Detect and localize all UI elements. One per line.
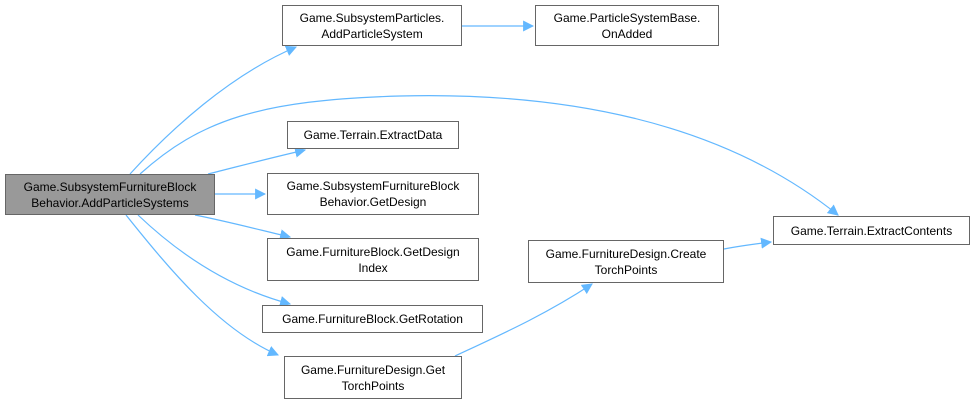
node-label-line: Game.SubsystemParticles. (299, 10, 445, 25)
node-label-line: Game.FurnitureDesign.Create (545, 246, 707, 261)
edge-create-torch-points-to-extract-contents (723, 237, 773, 250)
node-get-torch-points[interactable]: Game.FurnitureDesign.Get TorchPoints (284, 356, 462, 399)
node-get-design[interactable]: Game.SubsystemFurnitureBlock Behavior.Ge… (267, 173, 479, 215)
node-label-line: OnAdded (601, 26, 653, 41)
edge-root-to-get-torch-points (125, 214, 280, 357)
node-label-line: Behavior.AddParticleSystems (31, 195, 189, 210)
edge-get-torch-points-to-create-torch-points (454, 283, 593, 357)
node-label-line: Game.FurnitureBlock.GetDesign (286, 244, 460, 259)
node-on-added[interactable]: Game.ParticleSystemBase. OnAdded (535, 5, 719, 46)
node-extract-contents[interactable]: Game.Terrain.ExtractContents (773, 216, 970, 245)
edge-root-to-get-design-index (194, 214, 292, 241)
node-add-particle-system[interactable]: Game.SubsystemParticles. AddParticleSyst… (282, 5, 462, 46)
node-label-line: Game.Terrain.ExtractContents (790, 223, 953, 238)
node-label-line: Index (358, 260, 388, 275)
edge-root-to-extract-data (207, 146, 307, 175)
node-extract-data[interactable]: Game.Terrain.ExtractData (287, 121, 459, 149)
node-get-design-index[interactable]: Game.FurnitureBlock.GetDesign Index (267, 238, 479, 281)
node-create-torch-points[interactable]: Game.FurnitureDesign.Create TorchPoints (528, 240, 724, 283)
node-label-line: TorchPoints (594, 262, 658, 277)
node-label-line: Game.ParticleSystemBase. (553, 10, 701, 25)
edge-root-to-get-rotation (137, 214, 292, 307)
node-label-line: Game.FurnitureBlock.GetRotation (282, 312, 463, 326)
edge-root-to-extract-contents (139, 95, 839, 216)
node-label-line: Game.SubsystemFurnitureBlock (23, 179, 197, 194)
node-label-line: Behavior.GetDesign (319, 195, 427, 209)
node-label-line: Game.Terrain.ExtractData (303, 128, 443, 142)
node-root-add-particle-systems: Game.SubsystemFurnitureBlock Behavior.Ad… (5, 174, 215, 215)
node-label-line: AddParticleSystem (321, 26, 423, 41)
node-get-rotation[interactable]: Game.FurnitureBlock.GetRotation (262, 305, 483, 333)
node-label-line: Game.SubsystemFurnitureBlock (286, 179, 460, 193)
edge-root-to-add-particle-system (129, 45, 298, 175)
node-label-line: TorchPoints (341, 378, 405, 393)
node-label-line: Game.FurnitureDesign.Get (300, 362, 446, 377)
